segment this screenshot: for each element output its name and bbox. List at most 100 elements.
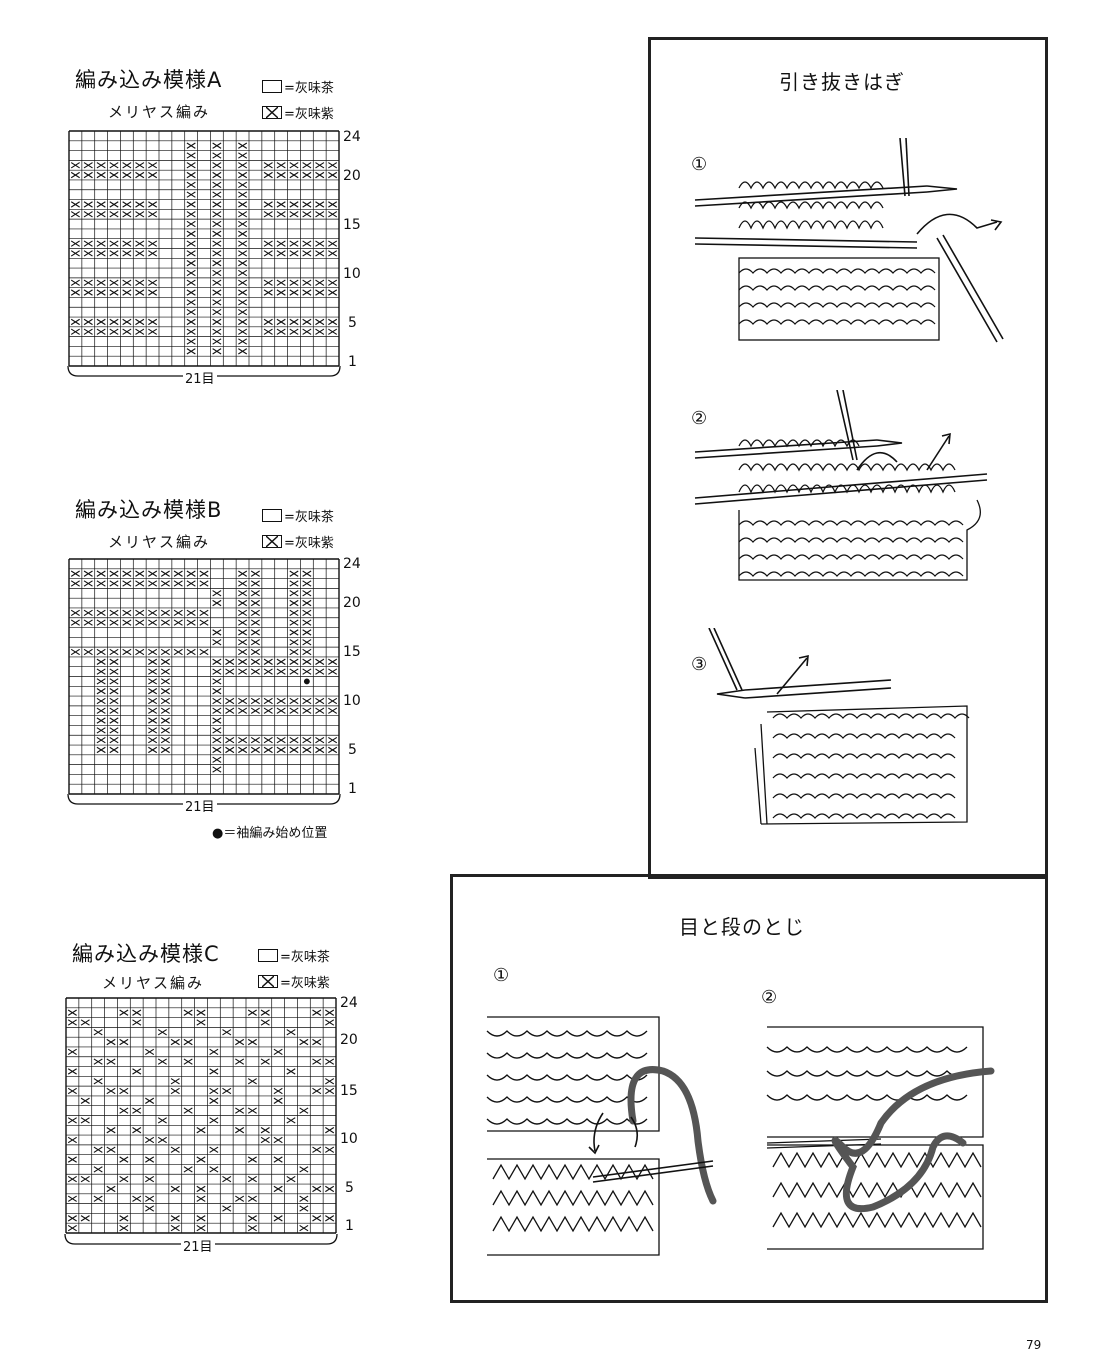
purple-stitch-cross <box>170 1224 180 1232</box>
purple-stitch-cross <box>148 171 158 179</box>
purple-stitch-cross <box>276 171 286 179</box>
purple-stitch-cross <box>70 171 80 179</box>
purple-stitch-cross <box>238 328 248 335</box>
purple-stitch-cross <box>183 1058 193 1065</box>
purple-stitch-cross <box>263 746 273 754</box>
purple-stitch-cross <box>160 697 170 705</box>
purple-stitch-cross <box>260 1009 270 1016</box>
purple-stitch-cross <box>106 1038 116 1046</box>
purple-stitch-cross <box>135 609 145 617</box>
purple-stitch-cross <box>186 240 196 247</box>
purple-stitch-cross <box>70 580 80 587</box>
purple-stitch-cross <box>196 1224 206 1232</box>
purple-stitch-cross <box>145 1156 155 1163</box>
purple-stitch-cross <box>160 727 170 734</box>
purple-stitch-cross <box>238 580 248 587</box>
purple-stitch-cross <box>135 279 145 286</box>
purple-stitch-cross <box>109 211 119 218</box>
purple-stitch-cross <box>325 1215 335 1222</box>
purple-stitch-cross <box>286 1175 296 1183</box>
purple-stitch-cross <box>173 648 183 656</box>
purple-stitch-cross <box>186 162 196 169</box>
chart-c-grid <box>65 997 337 1234</box>
purple-stitch-cross <box>225 736 235 744</box>
purple-stitch-cross <box>209 1087 219 1095</box>
purple-stitch-cross <box>183 1009 193 1016</box>
purple-stitch-cross <box>263 318 273 326</box>
purple-stitch-cross <box>315 668 325 675</box>
purple-stitch-cross <box>276 162 286 169</box>
purple-stitch-cross <box>263 211 273 218</box>
purple-stitch-cross <box>235 1127 245 1134</box>
purple-stitch-cross <box>238 230 248 237</box>
purple-stitch-cross <box>302 609 312 617</box>
purple-stitch-cross <box>328 240 338 247</box>
purple-stitch-cross <box>212 736 222 744</box>
purple-stitch-cross <box>67 1117 77 1124</box>
purple-stitch-cross <box>250 570 260 577</box>
purple-stitch-cross <box>96 211 106 218</box>
purple-stitch-cross <box>212 289 222 296</box>
row-label-15: 15 <box>343 644 361 660</box>
purple-stitch-cross <box>145 1136 155 1144</box>
purple-stitch-cross <box>238 171 248 179</box>
purple-stitch-cross <box>238 746 248 754</box>
purple-stitch-cross <box>312 1038 322 1046</box>
purple-stitch-cross <box>325 1087 335 1095</box>
purple-stitch-cross <box>96 707 106 714</box>
purple-stitch-cross <box>315 171 325 179</box>
purple-stitch-cross <box>148 289 158 296</box>
purple-stitch-cross <box>250 697 260 705</box>
purple-stitch-cross <box>186 230 196 237</box>
purple-stitch-cross <box>302 697 312 705</box>
purple-stitch-cross <box>289 658 299 665</box>
purple-stitch-cross <box>67 1136 77 1144</box>
purple-stitch-cross <box>325 1146 335 1153</box>
purple-stitch-cross <box>83 162 93 169</box>
purple-stitch-cross <box>96 250 106 257</box>
purple-stitch-cross <box>328 171 338 179</box>
purple-stitch-cross <box>122 201 132 208</box>
chart-b-subtitle: メリヤス編み <box>108 533 211 551</box>
purple-stitch-cross <box>109 609 119 617</box>
purple-stitch-cross <box>212 299 222 306</box>
purple-stitch-cross <box>238 250 248 257</box>
purple-stitch-cross <box>96 717 106 724</box>
purple-stitch-cross <box>186 338 196 345</box>
purple-stitch-cross <box>302 318 312 326</box>
purple-stitch-cross <box>173 609 183 617</box>
purple-stitch-cross <box>80 1117 90 1124</box>
purple-stitch-cross <box>148 162 158 169</box>
purple-stitch-cross <box>289 570 299 577</box>
row-label-10: 10 <box>340 1131 358 1147</box>
purple-stitch-cross <box>302 279 312 286</box>
purple-stitch-cross <box>312 1009 322 1016</box>
toji-step-2-label: ② <box>761 987 778 1008</box>
purple-stitch-cross <box>276 668 286 675</box>
purple-stitch-cross <box>83 609 93 617</box>
purple-stitch-cross <box>83 171 93 179</box>
purple-stitch-cross <box>122 619 132 626</box>
purple-stitch-cross <box>122 240 132 247</box>
blank-symbol-icon <box>258 949 278 962</box>
purple-stitch-cross <box>109 240 119 247</box>
purple-stitch-cross <box>289 736 299 744</box>
purple-stitch-cross <box>315 328 325 335</box>
purple-stitch-cross <box>160 648 170 656</box>
purple-stitch-cross <box>93 1029 103 1036</box>
purple-stitch-cross <box>315 240 325 247</box>
purple-stitch-cross <box>263 279 273 286</box>
purple-stitch-cross <box>199 609 209 617</box>
purple-stitch-cross <box>135 201 145 208</box>
purple-stitch-cross <box>247 1175 257 1183</box>
purple-stitch-cross <box>186 250 196 257</box>
purple-stitch-cross <box>70 240 80 247</box>
purple-stitch-cross <box>96 328 106 335</box>
purple-stitch-cross <box>80 1175 90 1183</box>
purple-stitch-cross <box>250 707 260 714</box>
purple-stitch-cross <box>109 736 119 744</box>
purple-stitch-cross <box>148 727 158 734</box>
purple-stitch-cross <box>247 1195 257 1202</box>
purple-stitch-cross <box>148 250 158 257</box>
purple-stitch-cross <box>109 201 119 208</box>
